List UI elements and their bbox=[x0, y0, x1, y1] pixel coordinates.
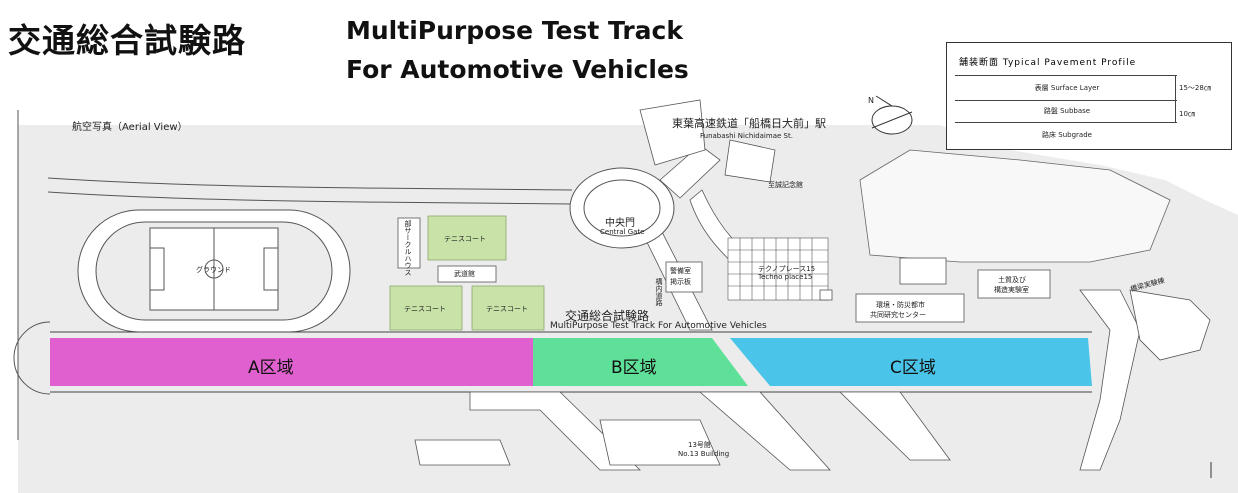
profile-divider bbox=[955, 122, 1177, 123]
zone-a-label: A区域 bbox=[248, 358, 294, 378]
tennis-court-label: テニスコート bbox=[404, 305, 446, 313]
thickness-surface: 15〜28㎝ bbox=[1179, 84, 1211, 92]
circle-house-label: 部サークルハウス bbox=[404, 220, 412, 276]
profile-title: 舗装断面 Typical Pavement Profile bbox=[959, 58, 1137, 68]
thickness-bracket bbox=[1175, 75, 1176, 122]
title-japanese: 交通総合試験路 bbox=[8, 21, 246, 60]
campus-road-label: 構内道路 bbox=[655, 278, 663, 306]
thickness-subbase: 10㎝ bbox=[1179, 110, 1195, 118]
test-track-label-en: MultiPurpose Test Track For Automotive V… bbox=[550, 321, 767, 331]
station-name-jp: 東葉高速鉄道「船橋日大前」駅 bbox=[672, 117, 826, 130]
building13-label-jp: 13号館 bbox=[688, 441, 711, 449]
central-gate-en: Central Gate bbox=[600, 228, 645, 236]
techno-place-en: Techno place15 bbox=[758, 273, 813, 281]
profile-surface-layer: 表層 Surface Layer bbox=[1034, 84, 1100, 92]
building13-label-en: No.13 Building bbox=[678, 450, 730, 458]
disaster-center-label-2: 共同研究センター bbox=[870, 311, 926, 319]
techno-place-jp: テクノプレース15 bbox=[758, 265, 816, 273]
civil-eng-lab-label-2: 構造実験室 bbox=[994, 286, 1029, 294]
profile-subgrade: 路床 Subgrade bbox=[1042, 131, 1092, 139]
budokan-label: 武道館 bbox=[454, 270, 475, 278]
zone-c[interactable] bbox=[730, 338, 1092, 386]
title-english-line2: For Automotive Vehicles bbox=[346, 55, 689, 84]
test-track-label-jp: 交通総合試験路 bbox=[565, 309, 650, 323]
tennis-court-label: テニスコート bbox=[486, 305, 528, 313]
compass-north-label: N bbox=[868, 96, 874, 105]
ground-label: グラウンド bbox=[196, 266, 231, 274]
station-name-en: Funabashi Nichidaimae St. bbox=[700, 132, 793, 140]
profile-divider bbox=[955, 100, 1177, 101]
zone-a[interactable] bbox=[50, 338, 533, 386]
tennis-court-label: テニスコート bbox=[444, 235, 486, 243]
disaster-center-label-1: 環境・防災都市 bbox=[876, 301, 925, 309]
aerial-view-label: 航空写真（Aerial View） bbox=[72, 122, 188, 133]
profile-divider bbox=[955, 75, 1177, 76]
security-office-label: 警備室 bbox=[670, 267, 691, 275]
title-english-line1: MultiPurpose Test Track bbox=[346, 16, 683, 45]
zone-c-label: C区域 bbox=[890, 358, 936, 378]
profile-subbase: 路盤 Subbase bbox=[1043, 107, 1091, 115]
civil-eng-lab-label-1: 土質及び bbox=[998, 276, 1026, 284]
memorial-hall-label: 至誠記念館 bbox=[768, 181, 803, 189]
pavement-profile-panel: 舗装断面 Typical Pavement Profile 表層 Surface… bbox=[946, 42, 1232, 150]
central-gate-jp: 中央門 bbox=[605, 218, 635, 229]
zone-b[interactable] bbox=[533, 338, 748, 386]
zone-b-label: B区域 bbox=[611, 358, 657, 378]
bulletin-board-label: 掲示板 bbox=[670, 278, 691, 286]
